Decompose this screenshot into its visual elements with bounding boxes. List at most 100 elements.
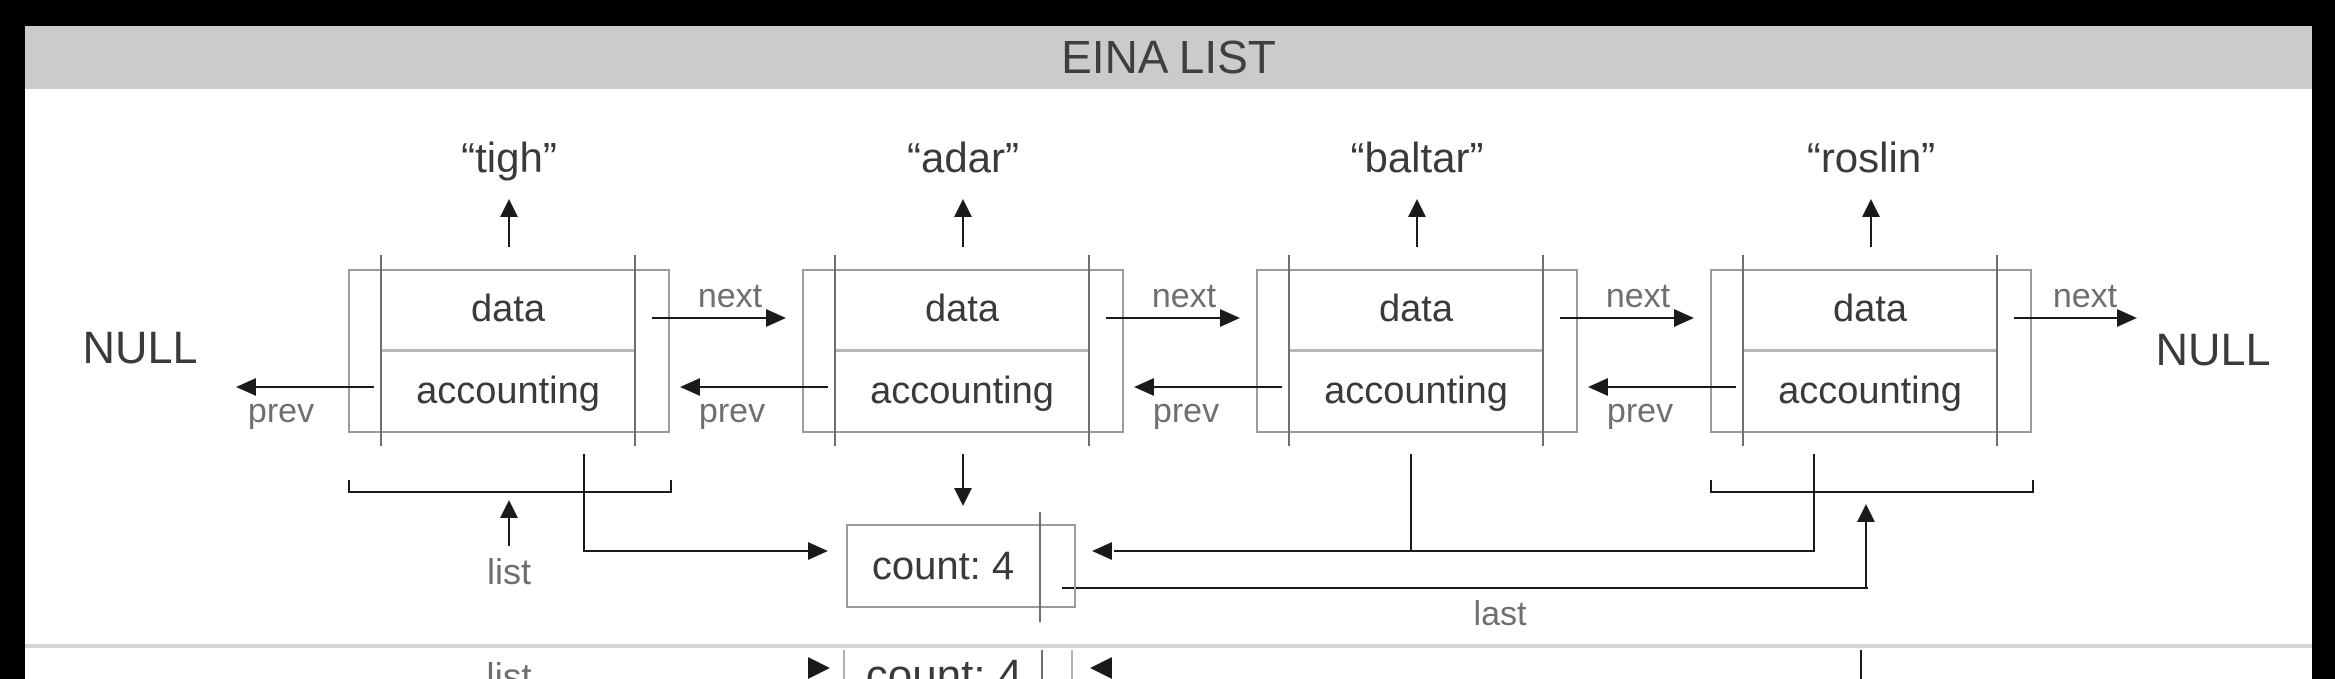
- arrow-head-left: [1090, 657, 1112, 679]
- count-text: count: 4: [871, 544, 1015, 588]
- node-value-label: “roslin”: [1806, 134, 1936, 181]
- arrow-head-right: [1220, 309, 1240, 327]
- next-arrow-line: [1560, 317, 1674, 319]
- cell-divider: [1744, 349, 1996, 352]
- next-arrow-line: [2014, 317, 2117, 319]
- next-label: next: [697, 277, 763, 315]
- frame-top: [0, 0, 2335, 26]
- list-label: list: [487, 551, 531, 592]
- data-pointer-line: [1416, 214, 1418, 247]
- arrow-head-left: [1092, 542, 1112, 560]
- bracket-tick: [348, 480, 350, 493]
- node-port-line-right: [1088, 255, 1090, 446]
- diagram-title: EINA LIST: [1061, 31, 1276, 83]
- field-accounting: accounting: [1778, 370, 1962, 412]
- cell-divider: [382, 349, 634, 352]
- field-data: data: [1833, 288, 1907, 330]
- arrow-head-up: [500, 199, 518, 217]
- prev-label: prev: [698, 392, 766, 430]
- field-accounting: accounting: [416, 370, 600, 412]
- partial-last-pointer-line: [1860, 650, 1862, 679]
- arrow-head-left: [236, 378, 256, 396]
- accounting-connector-line: [1410, 454, 1412, 552]
- node-port-line-right: [634, 255, 636, 446]
- node-box: [348, 269, 670, 433]
- arrow-head-left: [680, 378, 700, 396]
- bracket-tick: [1710, 480, 1712, 493]
- node-port-line-left: [1288, 255, 1290, 446]
- node-port-line-left: [380, 255, 382, 446]
- list-pointer-line: [508, 514, 510, 546]
- bracket-first-node: [348, 491, 672, 493]
- field-accounting: accounting: [1324, 370, 1508, 412]
- frame-left: [0, 0, 25, 679]
- next-label: next: [1151, 277, 1217, 315]
- next-label: next: [2052, 277, 2118, 315]
- null-label-left: NULL: [82, 322, 198, 373]
- cell-divider: [836, 349, 1088, 352]
- next-arrow-line: [1106, 317, 1220, 319]
- prev-label: prev: [1606, 392, 1674, 430]
- node-value-label: “tigh”: [461, 134, 557, 181]
- partial-count-text: count: 4: [865, 651, 1023, 679]
- last-pointer-line: [1865, 518, 1867, 589]
- next-label: next: [1605, 277, 1671, 315]
- accounting-connector-line: [1813, 454, 1815, 552]
- arrow-head-left: [1134, 378, 1154, 396]
- last-label: last: [1473, 595, 1527, 633]
- node-port-line-left: [1742, 255, 1744, 446]
- cell-divider: [1290, 349, 1542, 352]
- field-data: data: [925, 288, 999, 330]
- field-data: data: [471, 288, 545, 330]
- accounting-connector-line: [583, 550, 808, 552]
- arrow-head-up: [1862, 199, 1880, 217]
- arrow-head-right: [1674, 309, 1694, 327]
- prev-label: prev: [247, 392, 315, 430]
- field-data: data: [1379, 288, 1453, 330]
- arrow-head-up: [1408, 199, 1426, 217]
- arrow-head-right: [766, 309, 786, 327]
- arrow-head-right: [808, 657, 830, 679]
- null-label-right: NULL: [2155, 324, 2271, 375]
- accounting-connector-line: [1114, 550, 1815, 552]
- prev-arrow-line: [1608, 386, 1736, 388]
- bracket-tick: [2032, 480, 2034, 493]
- count-box: [846, 524, 1076, 608]
- partial-count-box-port-line: [1041, 650, 1043, 679]
- count-box-port-line: [1039, 512, 1041, 622]
- bracket-last-node: [1710, 491, 2034, 493]
- node-value-label: “baltar”: [1350, 134, 1484, 181]
- arrow-head-left: [1588, 378, 1608, 396]
- node-box: [1710, 269, 2032, 433]
- title-bar: EINA LIST: [25, 26, 2312, 89]
- data-pointer-line: [962, 214, 964, 247]
- accounting-connector-line: [962, 454, 964, 490]
- partial-count-box-edge: [843, 650, 845, 679]
- next-arrow-line: [652, 317, 766, 319]
- prev-arrow-line: [1154, 386, 1282, 388]
- data-pointer-line: [1870, 214, 1872, 247]
- node-port-line-left: [834, 255, 836, 446]
- frame-right: [2312, 0, 2335, 679]
- field-accounting: accounting: [870, 370, 1054, 412]
- arrow-head-right: [808, 542, 828, 560]
- partial-count-box-edge: [1071, 650, 1073, 679]
- arrow-head-up: [500, 500, 518, 518]
- node-port-line-right: [1996, 255, 1998, 446]
- section-divider: [25, 644, 2312, 648]
- arrow-head-right: [2117, 309, 2137, 327]
- last-pointer-line: [1062, 587, 1868, 589]
- arrow-head-up: [954, 199, 972, 217]
- node-box: [802, 269, 1124, 433]
- bracket-tick: [670, 480, 672, 493]
- accounting-connector-line: [583, 454, 585, 552]
- prev-label: prev: [1152, 392, 1220, 430]
- node-value-label: “adar”: [906, 134, 1020, 181]
- prev-arrow-line: [256, 386, 374, 388]
- arrow-head-up: [1857, 504, 1875, 522]
- arrow-head-down: [954, 488, 972, 506]
- partial-list-label: list: [486, 656, 532, 679]
- node-box: [1256, 269, 1578, 433]
- node-port-line-right: [1542, 255, 1544, 446]
